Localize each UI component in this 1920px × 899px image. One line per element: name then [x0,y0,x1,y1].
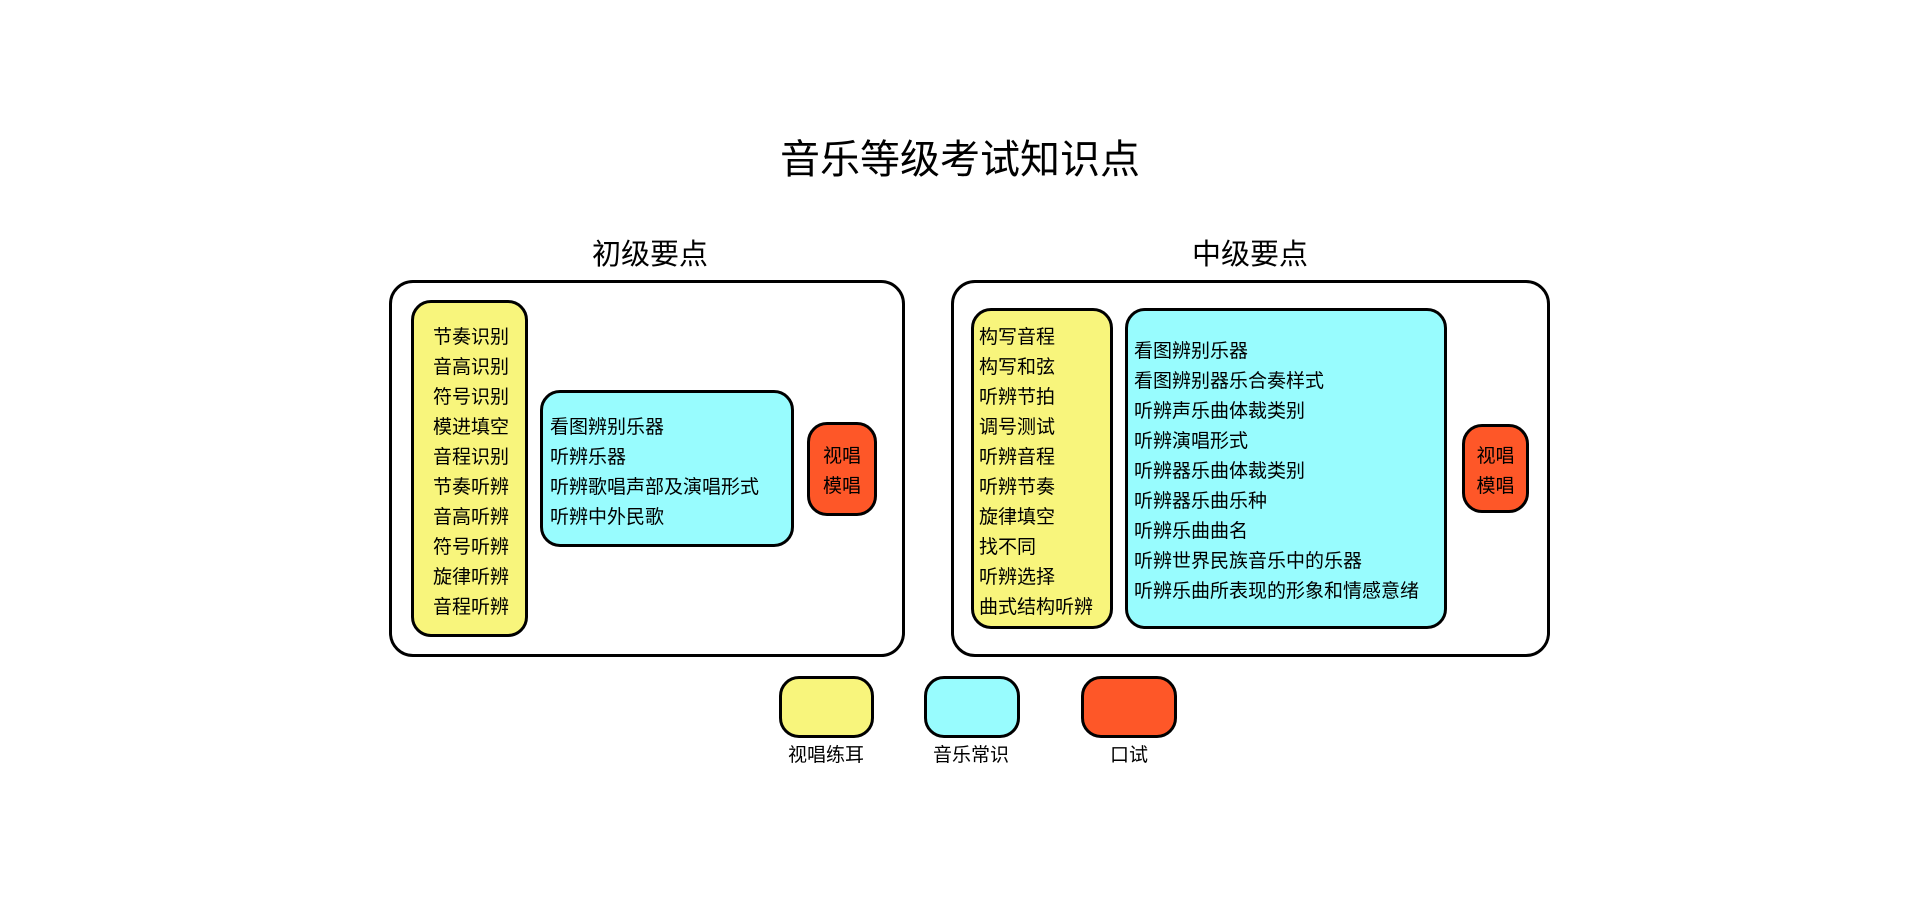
sight-singing-item: 节奏识别 [433,326,510,348]
sight-singing-item: 音高识别 [433,356,510,378]
intermediate-sight-singing-box: 构写音程构写和弦听辨节拍调号测试听辨音程听辨节奏旋律填空找不同听辨选择曲式结构听… [971,308,1113,629]
music-knowledge-item: 看图辨别乐器 [1134,340,1249,362]
sight-singing-item: 音高听辨 [433,506,510,528]
music-knowledge-item: 听辨世界民族音乐中的乐器 [1134,550,1363,572]
oral-exam-item: 视唱 [1476,445,1515,467]
music-knowledge-item: 听辨乐曲所表现的形象和情感意绪 [1134,580,1420,602]
sight-singing-item: 听辨音程 [979,446,1056,468]
oral-exam-item: 视唱 [822,445,861,467]
sight-singing-item: 音程听辨 [433,596,510,618]
sight-singing-item: 找不同 [979,536,1037,558]
primary-music-knowledge-list: 看图辨别乐器听辨乐器听辨歌唱声部及演唱形式听辨中外民歌 [550,412,791,532]
primary-oral-exam-box: 视唱模唱 [807,422,877,516]
legend-label-sight-singing: 视唱练耳 [787,744,864,766]
sight-singing-item: 符号听辨 [433,536,510,558]
primary-sight-singing-list: 节奏识别音高识别符号识别模进填空音程识别节奏听辨音高听辨符号听辨旋律听辨音程听辨 [433,322,525,622]
primary-music-knowledge-box: 看图辨别乐器听辨乐器听辨歌唱声部及演唱形式听辨中外民歌 [540,390,794,547]
sight-singing-item: 调号测试 [979,416,1056,438]
intermediate-section-title: 中级要点 [1191,237,1308,271]
sight-singing-item: 构写音程 [979,326,1056,348]
sight-singing-item: 模进填空 [433,416,510,438]
music-knowledge-item: 听辨声乐曲体裁类别 [1134,400,1306,422]
sight-singing-item: 符号识别 [433,386,510,408]
sight-singing-item: 听辨节拍 [979,386,1056,408]
sight-singing-item: 曲式结构听辨 [979,596,1094,618]
music-knowledge-item: 听辨中外民歌 [550,506,665,528]
intermediate-sight-singing-list: 构写音程构写和弦听辨节拍调号测试听辨音程听辨节奏旋律填空找不同听辨选择曲式结构听… [979,322,1110,622]
sight-singing-item: 听辨选择 [979,566,1056,588]
sight-singing-item: 音程识别 [433,446,510,468]
sight-singing-item: 旋律填空 [979,506,1056,528]
sight-singing-item: 构写和弦 [979,356,1056,378]
legend-swatch-music-knowledge [924,676,1020,738]
diagram-title: 音乐等级考试知识点 [780,137,1140,183]
legend-label-oral-exam: 口试 [1109,744,1148,766]
intermediate-music-knowledge-box: 看图辨别乐器看图辨别器乐合奏样式听辨声乐曲体裁类别听辨演唱形式听辨器乐曲体裁类别… [1125,308,1447,629]
music-knowledge-item: 听辨器乐曲乐种 [1134,490,1268,512]
oral-exam-item: 模唱 [1476,475,1515,497]
music-knowledge-item: 听辨乐曲曲名 [1134,520,1249,542]
sight-singing-item: 旋律听辨 [433,566,510,588]
intermediate-oral-exam-box: 视唱模唱 [1462,424,1529,513]
sight-singing-item: 听辨节奏 [979,476,1056,498]
legend-label-music-knowledge: 音乐常识 [932,744,1009,766]
music-knowledge-item: 听辨演唱形式 [1134,430,1249,452]
primary-section-title: 初级要点 [591,237,708,271]
primary-sight-singing-box: 节奏识别音高识别符号识别模进填空音程识别节奏听辨音高听辨符号听辨旋律听辨音程听辨 [411,300,528,637]
oral-exam-item: 模唱 [822,475,861,497]
music-knowledge-item: 听辨器乐曲体裁类别 [1134,460,1306,482]
intermediate-music-knowledge-list: 看图辨别乐器看图辨别器乐合奏样式听辨声乐曲体裁类别听辨演唱形式听辨器乐曲体裁类别… [1134,336,1444,606]
music-knowledge-item: 听辨乐器 [550,446,627,468]
intermediate-oral-exam-list: 视唱模唱 [1465,441,1526,501]
music-knowledge-item: 看图辨别乐器 [550,416,665,438]
primary-oral-exam-list: 视唱模唱 [810,441,874,501]
sight-singing-item: 节奏听辨 [433,476,510,498]
legend-swatch-sight-singing [779,676,874,738]
music-knowledge-item: 听辨歌唱声部及演唱形式 [550,476,760,498]
legend-swatch-oral-exam [1081,676,1177,738]
music-knowledge-item: 看图辨别器乐合奏样式 [1134,370,1325,392]
